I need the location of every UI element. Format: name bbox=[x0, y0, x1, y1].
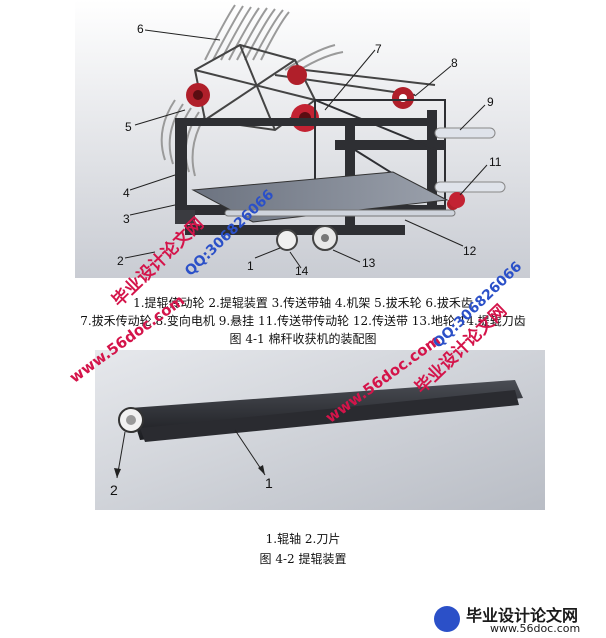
figure-4-1-legend-line-1: 1.提辊传动轮 2.提辊装置 3.传送带轴 4.机架 5.拔禾轮 6.拔禾齿 bbox=[133, 296, 473, 310]
callout-2: 2 bbox=[117, 254, 124, 268]
figure-4-1-leader-lines bbox=[124, 29, 488, 269]
figure-4-1-caption: 图 4-1 棉秆收获机的装配图 bbox=[229, 332, 377, 346]
figure-4-2-image: 2 1 bbox=[95, 350, 545, 510]
logo-site-url: www.56doc.com bbox=[490, 622, 581, 635]
figure-4-2-callout-1: 1 bbox=[265, 475, 273, 491]
callout-4: 4 bbox=[123, 186, 130, 200]
roller-device-drawing bbox=[95, 350, 545, 510]
figure-4-2-legend: 1.辊轴 2.刀片 bbox=[265, 532, 341, 546]
site-logo: 毕业设计论文网 www.56doc.com bbox=[430, 600, 606, 638]
figure-4-1-legend-line-2: 7.拔禾传动轮 8.变向电机 9.悬挂 11.传送带传动轮 12.传送带 13.… bbox=[80, 314, 526, 328]
figure-4-2-caption: 图 4-2 提辊装置 bbox=[259, 552, 347, 566]
callout-3: 3 bbox=[123, 212, 130, 226]
callout-8: 8 bbox=[451, 56, 458, 70]
callout-6: 6 bbox=[137, 22, 144, 36]
figure-4-2-callout-2: 2 bbox=[110, 482, 118, 498]
callout-13: 13 bbox=[362, 256, 376, 270]
callout-7: 7 bbox=[375, 42, 382, 56]
logo-emblem-icon bbox=[434, 606, 460, 632]
callout-1: 1 bbox=[247, 259, 254, 273]
logo-site-name: 毕业设计论文网 bbox=[466, 606, 579, 625]
callout-14: 14 bbox=[295, 264, 309, 278]
assembly-drawing bbox=[75, 0, 530, 278]
callout-9: 9 bbox=[487, 95, 494, 109]
callout-11: 11 bbox=[489, 155, 502, 169]
callout-5: 5 bbox=[125, 120, 132, 134]
figure-4-1-image: 1 2 3 4 5 6 7 8 9 11 12 13 14 bbox=[75, 0, 530, 278]
callout-12: 12 bbox=[463, 244, 477, 258]
